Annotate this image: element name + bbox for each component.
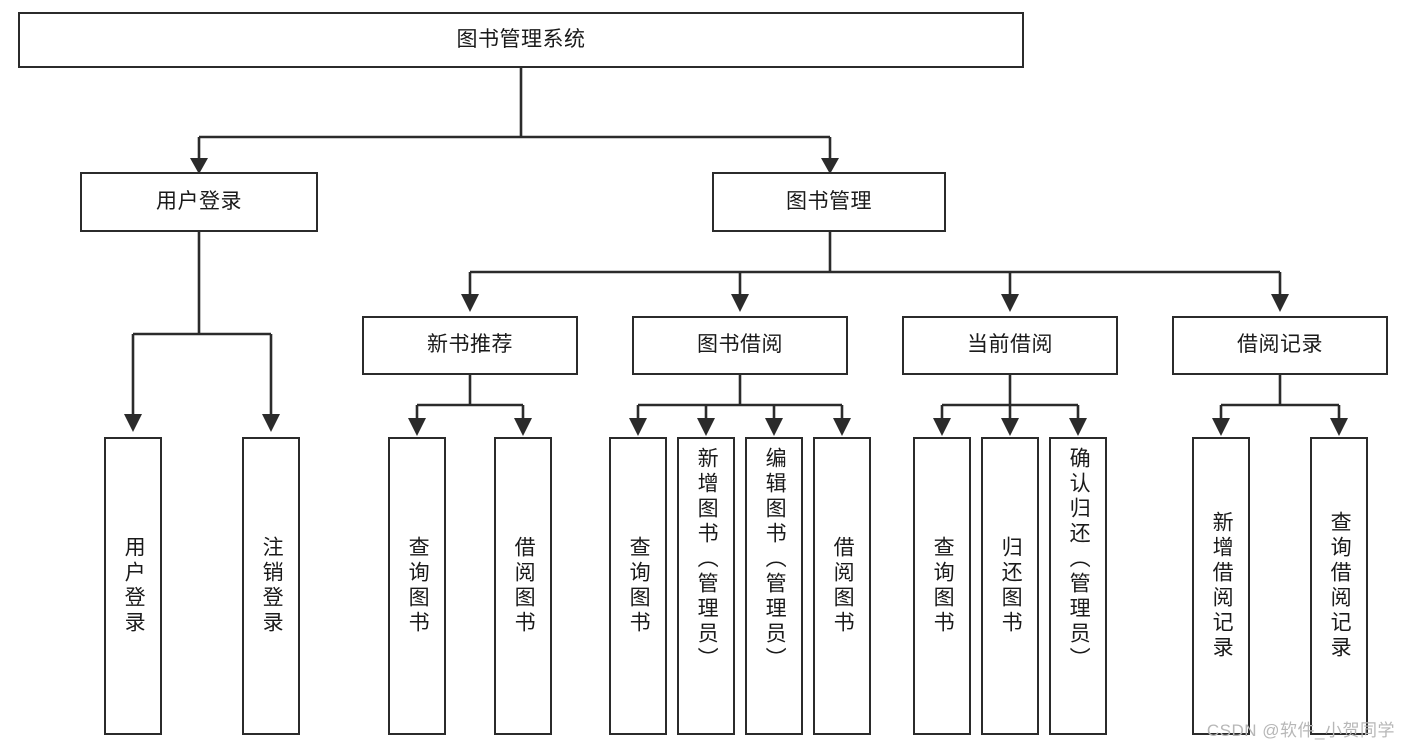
- arrow-to-borrow-record: [1271, 294, 1289, 312]
- arrow-currentborrow-leaf2: [1001, 418, 1019, 436]
- node-label: 编辑图书（管理员）: [763, 447, 787, 672]
- leaf-user-login-signout[interactable]: 注销登录: [242, 437, 300, 735]
- node-label: 图书管理系统: [456, 27, 586, 51]
- leaf-bookborrow-edit-book-admin[interactable]: 编辑图书（管理员）: [745, 437, 803, 735]
- node-label: 查询图书: [931, 536, 955, 636]
- node-label: 注销登录: [260, 536, 284, 636]
- watermark-text: CSDN @软件_小贺同学: [1206, 721, 1395, 740]
- node-label: 借阅记录: [1237, 333, 1323, 357]
- node-label: 查询图书: [627, 536, 651, 636]
- leaf-newbook-query-books[interactable]: 查询图书: [388, 437, 446, 735]
- leaf-currentborrow-return-books[interactable]: 归还图书: [981, 437, 1039, 735]
- arrow-bookborrow-leaf1: [629, 418, 647, 436]
- node-label: 借阅图书: [512, 536, 536, 636]
- arrow-newbook-leaf1: [408, 418, 426, 436]
- node-current-borrow[interactable]: 当前借阅: [902, 316, 1118, 375]
- arrow-to-book-borrow: [731, 294, 749, 312]
- arrow-borrowrecord-leaf2: [1330, 418, 1348, 436]
- leaf-bookborrow-add-book-admin[interactable]: 新增图书（管理员）: [677, 437, 735, 735]
- node-label: 新增借阅记录: [1210, 511, 1234, 661]
- arrow-userlogin-leaf2: [262, 414, 280, 432]
- node-label: 新书推荐: [427, 333, 513, 357]
- leaf-borrowrecord-query-record[interactable]: 查询借阅记录: [1310, 437, 1368, 735]
- node-book-management[interactable]: 图书管理: [712, 172, 946, 232]
- node-label: 查询借阅记录: [1328, 511, 1352, 661]
- node-new-book-recommend[interactable]: 新书推荐: [362, 316, 578, 375]
- arrow-bookborrow-leaf4: [833, 418, 851, 436]
- leaf-bookborrow-query-books[interactable]: 查询图书: [609, 437, 667, 735]
- node-label: 用户登录: [156, 189, 242, 213]
- node-label: 用户登录: [122, 536, 146, 636]
- node-label: 归还图书: [999, 536, 1023, 636]
- leaf-newbook-borrow-books[interactable]: 借阅图书: [494, 437, 552, 735]
- node-label: 查询图书: [406, 536, 430, 636]
- arrow-bookborrow-leaf3: [765, 418, 783, 436]
- node-user-login[interactable]: 用户登录: [80, 172, 318, 232]
- node-root-book-management-system[interactable]: 图书管理系统: [18, 12, 1024, 68]
- leaf-currentborrow-query-books[interactable]: 查询图书: [913, 437, 971, 735]
- node-book-borrow[interactable]: 图书借阅: [632, 316, 848, 375]
- node-label: 图书借阅: [697, 333, 783, 357]
- arrow-bookborrow-leaf2: [697, 418, 715, 436]
- arrow-borrowrecord-leaf1: [1212, 418, 1230, 436]
- arrow-currentborrow-leaf3: [1069, 418, 1087, 436]
- leaf-currentborrow-confirm-return-admin[interactable]: 确认归还（管理员）: [1049, 437, 1107, 735]
- node-label: 确认归还（管理员）: [1067, 447, 1091, 672]
- leaf-borrowrecord-add-record[interactable]: 新增借阅记录: [1192, 437, 1250, 735]
- node-label: 当前借阅: [967, 333, 1053, 357]
- arrow-to-new-book-recommend: [461, 294, 479, 312]
- leaf-user-login-signin[interactable]: 用户登录: [104, 437, 162, 735]
- arrow-to-current-borrow: [1001, 294, 1019, 312]
- arrow-newbook-leaf2: [514, 418, 532, 436]
- arrow-userlogin-leaf1: [124, 414, 142, 432]
- node-label: 借阅图书: [831, 536, 855, 636]
- arrow-currentborrow-leaf1: [933, 418, 951, 436]
- node-borrow-record[interactable]: 借阅记录: [1172, 316, 1388, 375]
- node-label: 新增图书（管理员）: [695, 447, 719, 672]
- node-label: 图书管理: [786, 189, 872, 213]
- leaf-bookborrow-borrow-books[interactable]: 借阅图书: [813, 437, 871, 735]
